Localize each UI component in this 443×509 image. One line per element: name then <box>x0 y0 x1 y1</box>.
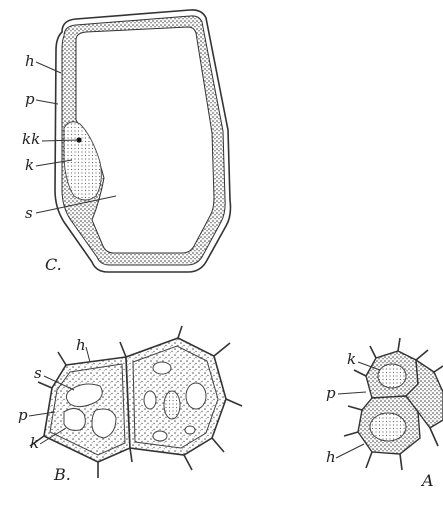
cell-b-right-vacuole-5 <box>185 426 195 434</box>
cell-a: k p h A <box>326 338 443 490</box>
cell-c-caption: C. <box>45 255 62 274</box>
cell-b-label-s: s <box>34 364 42 382</box>
cell-b-right-vacuole-2 <box>186 383 206 409</box>
cell-b-leader-h <box>86 347 90 362</box>
cell-c-label-s: s <box>25 204 33 222</box>
cell-a-label-p: p <box>326 384 336 402</box>
cell-a-label-k: k <box>347 350 356 368</box>
cell-c-label-kk: kk <box>22 130 40 148</box>
cell-b-right-nucleus <box>164 391 180 419</box>
cell-b-label-h: h <box>76 336 86 354</box>
cell-b-label-p: p <box>18 406 28 424</box>
cell-a-leader-p <box>338 392 366 394</box>
cell-a-caption: A <box>420 471 434 490</box>
cell-c: h p kk k s C. <box>22 10 231 274</box>
cell-c-label-k: k <box>25 156 34 174</box>
cell-c-leader-h <box>36 62 61 73</box>
cell-b-right-vacuole-3 <box>144 391 156 409</box>
cell-b-right-vacuole-4 <box>153 431 167 441</box>
cell-c-label-h: h <box>25 52 35 70</box>
cell-b-right-vacuole-1 <box>153 362 171 374</box>
cell-b: h s p k B. <box>18 326 242 484</box>
cell-c-leader-p <box>36 100 58 104</box>
cell-b-left-vacuole-2 <box>64 408 85 430</box>
cell-b-label-k: k <box>30 434 39 452</box>
cell-a-upper-nucleus <box>378 364 406 388</box>
cell-a-label-h: h <box>326 448 336 466</box>
cell-c-label-p: p <box>25 90 35 108</box>
cell-a-leader-h <box>336 444 364 458</box>
cell-a-lower-nucleus <box>370 413 406 441</box>
cell-b-caption: B. <box>53 465 71 484</box>
